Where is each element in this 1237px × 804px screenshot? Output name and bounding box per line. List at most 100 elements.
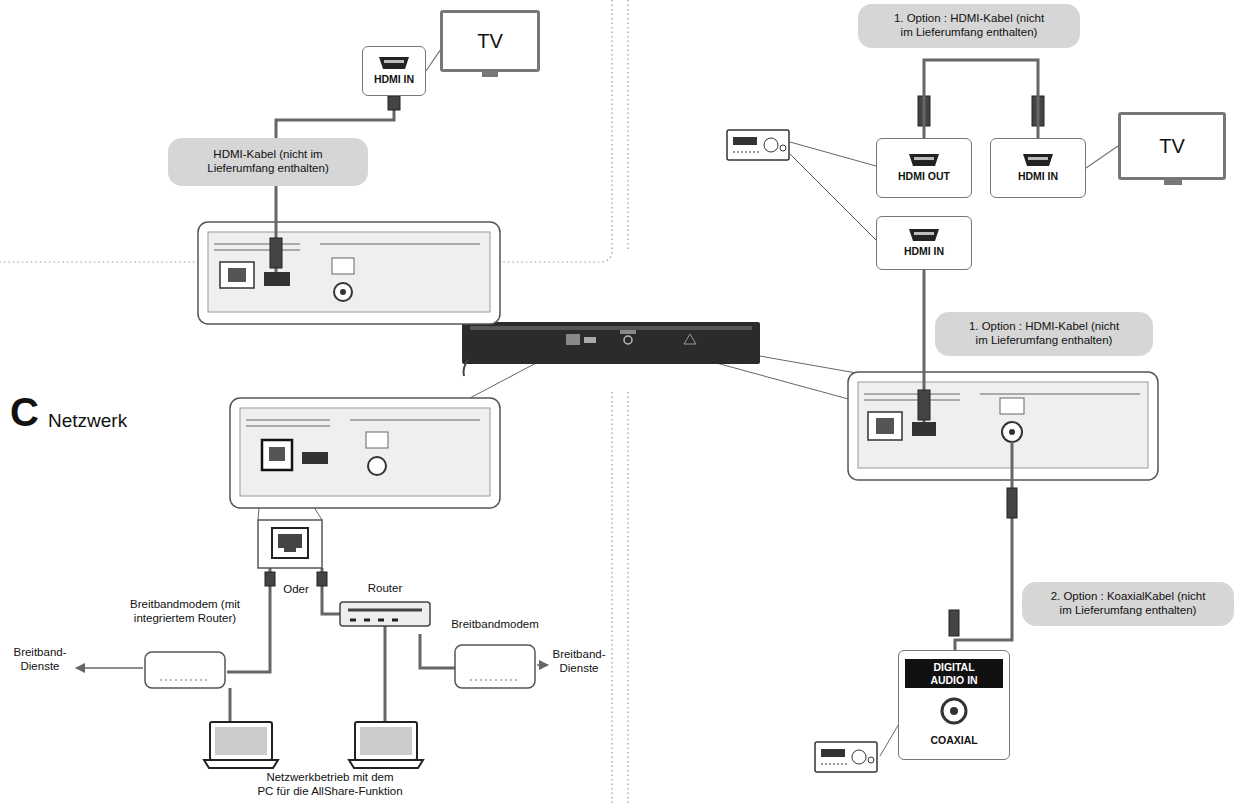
modem-device (160, 680, 210, 681)
cable-label: 1. Option : HDMI-Kabel (nicht im Lieferu… (858, 4, 1080, 48)
cable-plug (918, 390, 930, 420)
rear-panel-zoom (230, 398, 500, 508)
player-rear (624, 336, 632, 344)
node-text: TV (1159, 134, 1185, 158)
port-icon (1028, 157, 1048, 160)
laptop (355, 722, 417, 760)
player-rear (462, 322, 760, 364)
av-receiver (733, 137, 757, 145)
leader-line (880, 722, 900, 756)
lan-port-zoom (278, 534, 302, 552)
modem-device (145, 652, 225, 688)
rear-panel-zoom (848, 372, 1158, 480)
player-rear (462, 322, 760, 376)
laptop (210, 722, 272, 760)
coax-icon (939, 696, 969, 726)
node-text: HDMI-Kabel (nicht im Lieferumfang enthal… (178, 148, 358, 176)
player-rear (470, 326, 752, 330)
rear-panel-zoom (876, 418, 894, 434)
node-text: HDMI OUT (898, 170, 950, 183)
rear-panel-zoom (848, 372, 1158, 480)
port-heading: DIGITAL AUDIO IN (905, 659, 1003, 688)
rear-panel-zoom (230, 398, 500, 508)
tv-stand (482, 72, 498, 77)
modem-device: Breitbandmodem (mit integriertem Router) (105, 598, 265, 692)
cable (384, 626, 387, 722)
coax-icon (950, 707, 958, 715)
router-device (348, 609, 422, 612)
port-icon (384, 60, 404, 63)
leader-line (790, 154, 876, 240)
callout-pointer (426, 50, 440, 71)
laptop (360, 727, 412, 755)
cable-plug (949, 610, 959, 636)
modem-device: Breitbandmodem (445, 618, 545, 694)
port-callout: DIGITAL AUDIO INCOAXIAL (898, 650, 1010, 760)
rear-panel-zoom (214, 244, 480, 250)
port-icon (909, 154, 939, 166)
rear-panel-zoom (198, 222, 500, 324)
coax-icon (942, 699, 966, 723)
rear-panel-zoom (340, 289, 346, 295)
cable (229, 688, 232, 722)
lan-port-zoom (258, 520, 322, 568)
player-rear (464, 360, 469, 376)
cable (955, 442, 1012, 650)
node-text: 1. Option : HDMI-Kabel (nicht im Lieferu… (868, 12, 1070, 40)
port-icon (914, 157, 934, 160)
section-divider (627, 392, 628, 804)
port-callout: HDMI OUT (876, 138, 972, 198)
av-receiver (727, 130, 789, 160)
rear-panel-zoom (302, 452, 328, 464)
rear-panel-zoom (220, 262, 254, 288)
cable-label: HDMI-Kabel (nicht im Lieferumfang enthal… (168, 138, 368, 186)
rear-panel-zoom (269, 447, 285, 461)
service-arrow (76, 665, 548, 668)
port-icon (377, 56, 411, 70)
player-rear (566, 334, 580, 345)
cable-plug (1007, 488, 1017, 518)
av-receiver (821, 749, 845, 757)
network-cable (420, 634, 445, 668)
rear-panel-zoom (332, 258, 354, 274)
cable (445, 667, 455, 670)
tv-screen: TV (440, 10, 540, 72)
port-callout: HDMI IN (990, 138, 1086, 198)
node-text: TV (477, 29, 503, 53)
laptop (349, 722, 423, 768)
rear-panel-zoom (1000, 398, 1024, 414)
note-label: Breitband-Dienste (549, 648, 609, 676)
router-device (340, 602, 430, 626)
callout-pointer (1086, 146, 1118, 168)
port-icon (1023, 154, 1053, 166)
av-receiver (733, 152, 761, 153)
rear-panel-zoom (1009, 429, 1015, 435)
cable-plug (317, 572, 327, 586)
port-icon (914, 232, 934, 235)
port-icon (907, 153, 941, 167)
av-receiver (868, 757, 874, 763)
service-arrow (76, 667, 143, 669)
port-icon (907, 228, 941, 242)
player-rear (620, 330, 636, 334)
port-callout: HDMI IN (876, 216, 972, 270)
node-text: Breitbandmodem (mit integriertem Router) (105, 598, 265, 626)
cable (227, 96, 1012, 722)
note-label: Oder (280, 583, 312, 597)
av-receiver (815, 742, 877, 772)
node-text: Breitbandmodem (451, 618, 539, 632)
note-label: Breitband-Dienste (8, 646, 72, 674)
av-receiver (852, 750, 866, 764)
rear-panel-zoom (858, 382, 1148, 468)
modem-device (455, 645, 535, 688)
cable-plug (265, 96, 1044, 636)
laptop (215, 727, 267, 755)
player-rear (684, 334, 696, 344)
rear-panel-zoom (264, 272, 290, 286)
cable-label: 2. Option : KoaxialKabel (nicht im Liefe… (1022, 582, 1234, 626)
node-text: 1. Option : HDMI-Kabel (nicht im Lieferu… (945, 320, 1143, 348)
node-text: HDMI IN (1018, 170, 1058, 183)
